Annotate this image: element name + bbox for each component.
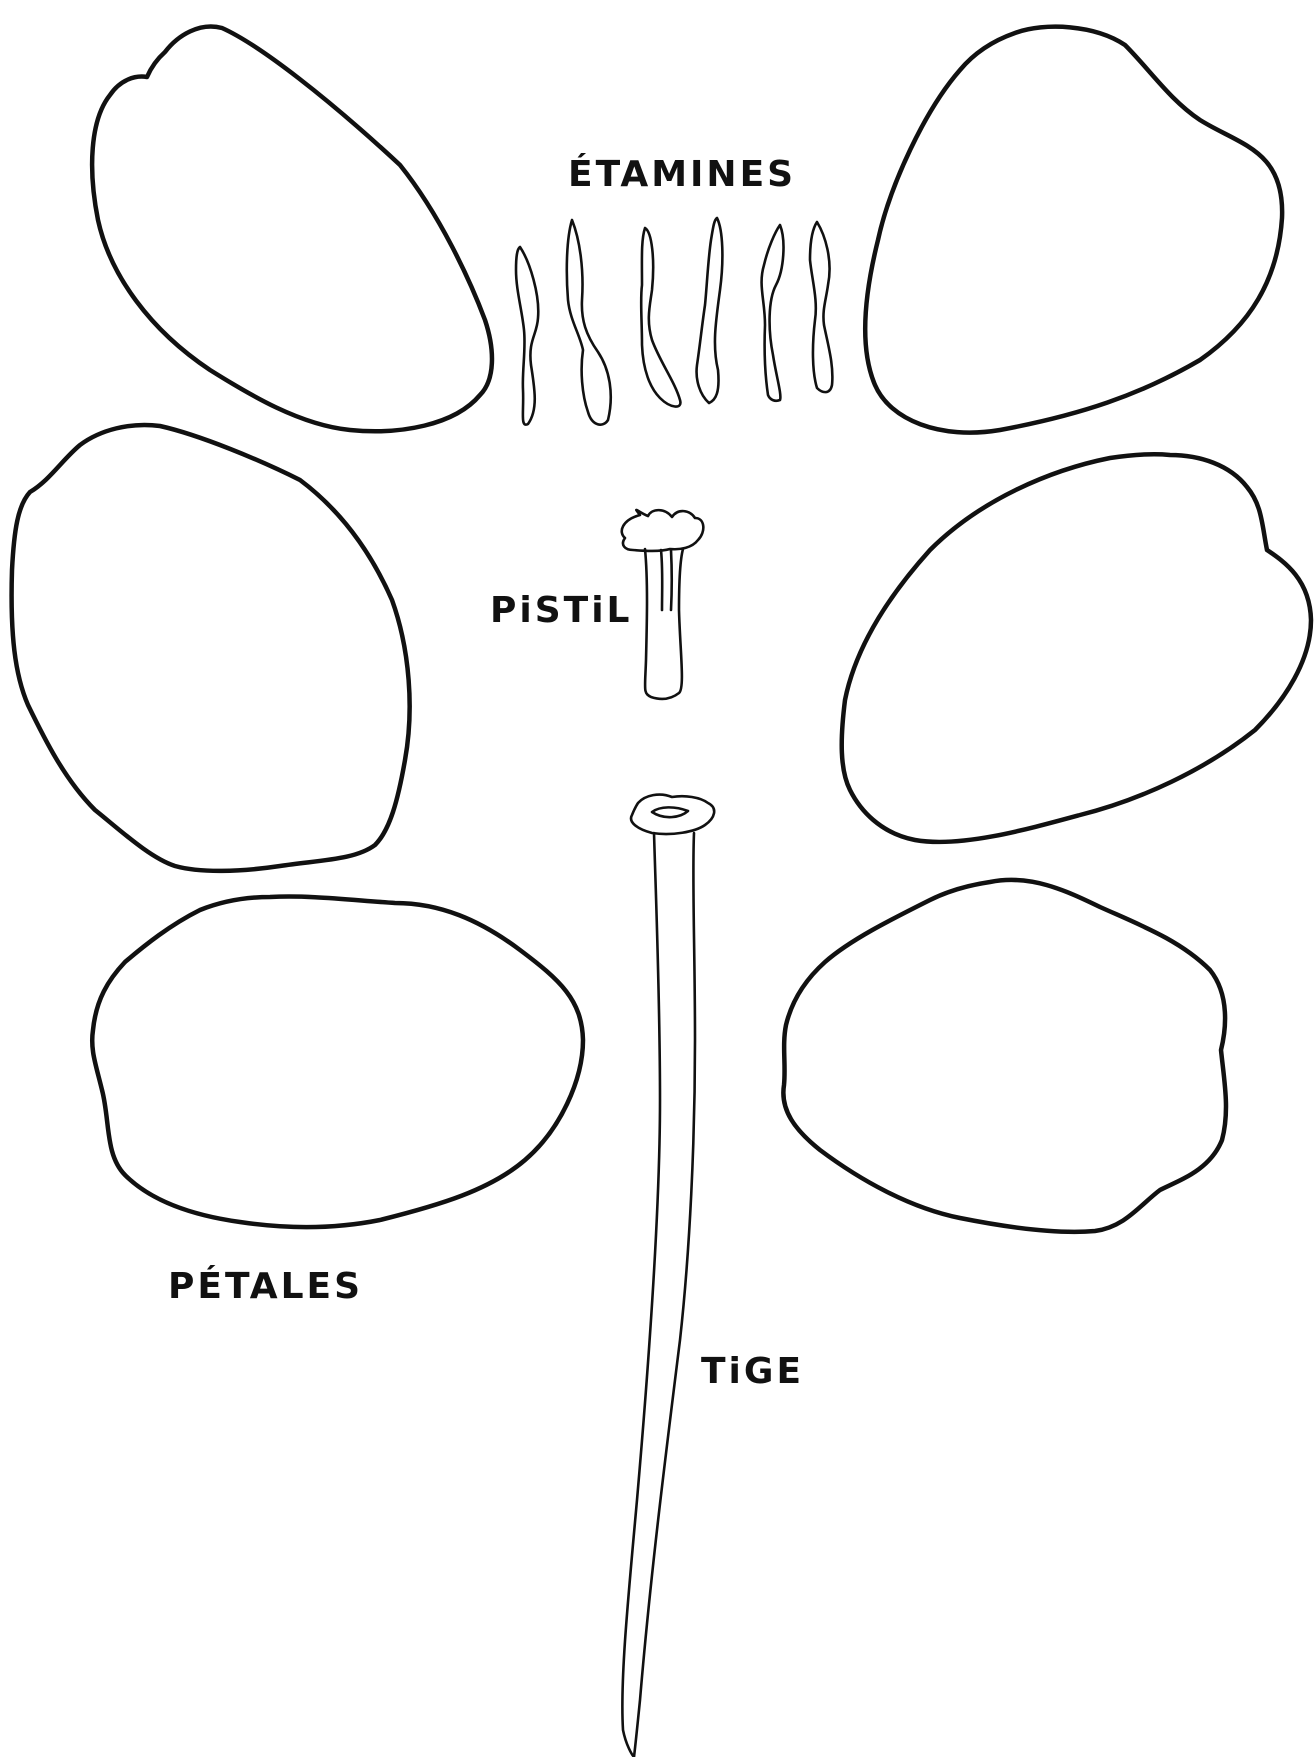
pistil-style-line-2	[671, 550, 672, 610]
petal-top-left	[92, 27, 492, 432]
label-pistil: PiSTiL	[490, 590, 633, 631]
label-petals: PÉTALES	[168, 1265, 363, 1307]
petals	[12, 27, 1311, 1232]
stamen-1	[516, 247, 538, 425]
stamen-3	[641, 228, 680, 407]
petal-middle-right	[842, 454, 1311, 842]
pistil	[622, 510, 704, 699]
stem	[622, 795, 714, 1757]
petal-top-right	[865, 27, 1282, 433]
stamen-2	[567, 220, 611, 425]
stem-shaft	[622, 833, 695, 1757]
petal-bottom-left	[92, 897, 583, 1227]
stem-receptacle-center	[652, 807, 688, 817]
pistil-stigma	[622, 510, 704, 551]
stamen-4	[697, 218, 723, 403]
pistil-style	[645, 549, 683, 699]
petal-middle-left	[12, 425, 410, 871]
stem-receptacle	[631, 795, 714, 834]
label-stem: TiGE	[701, 1351, 804, 1392]
pistil-style-line-1	[661, 550, 662, 610]
label-stamens: ÉTAMINES	[568, 153, 796, 195]
stamens	[516, 218, 832, 425]
stamen-6	[810, 222, 832, 392]
petal-bottom-right	[783, 880, 1226, 1232]
stamen-5	[762, 225, 784, 401]
